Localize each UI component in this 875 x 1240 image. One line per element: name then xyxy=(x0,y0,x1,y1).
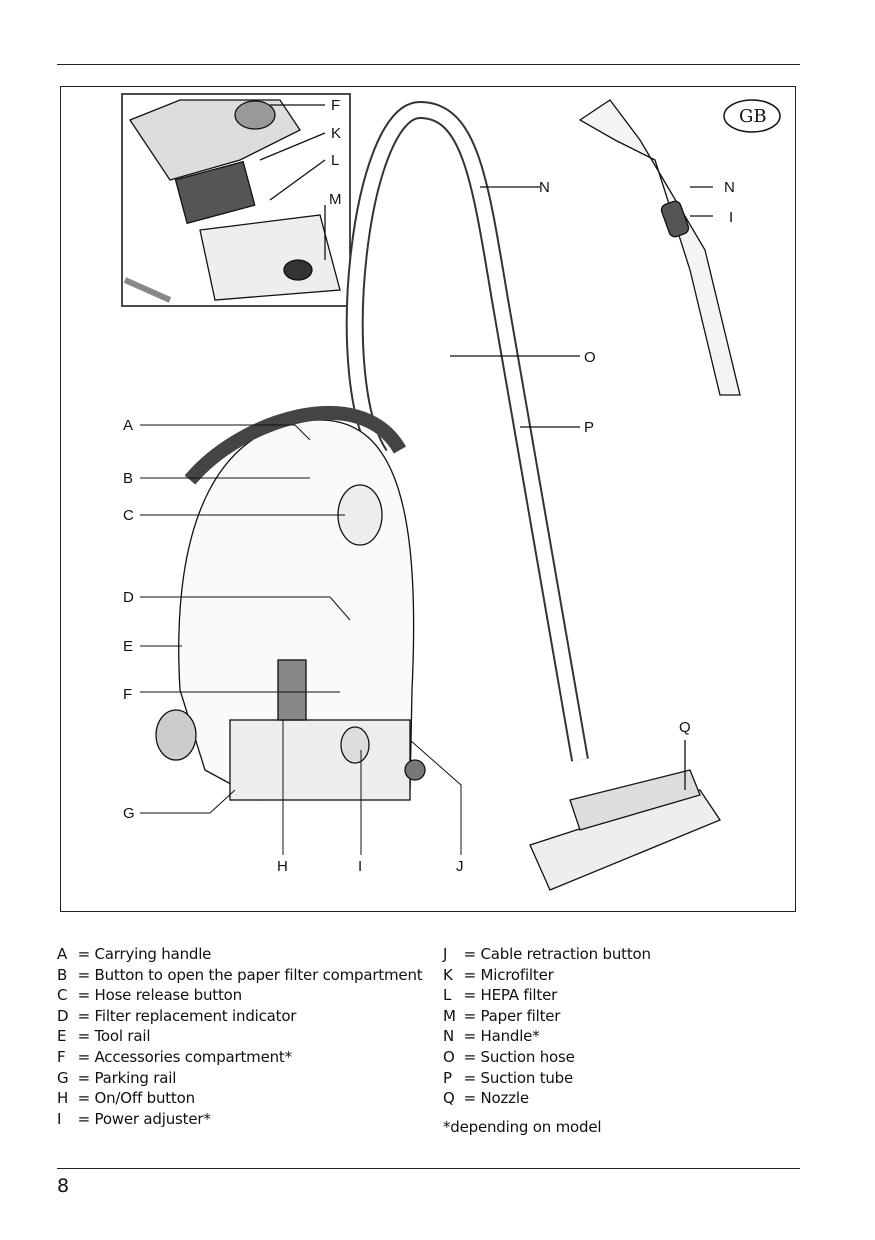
legend-item: I = Power adjuster* xyxy=(57,1109,422,1130)
gb-badge xyxy=(723,99,781,133)
legend-key: J xyxy=(443,945,448,963)
legend-item: N = Handle* xyxy=(443,1026,651,1047)
legend-key: F xyxy=(57,1047,66,1066)
label-N: N xyxy=(539,179,550,196)
legend-key: M xyxy=(443,1006,456,1025)
page-number: 8 xyxy=(57,1175,70,1197)
label-B: B xyxy=(123,470,133,487)
legend-key: E xyxy=(57,1027,67,1046)
legend-text: = Accessories compartment* xyxy=(77,1047,293,1066)
bottom-rule xyxy=(57,1168,800,1169)
label-F: F xyxy=(123,686,132,703)
legend-item: Q = Nozzle xyxy=(443,1088,651,1109)
legend-text: = Button to open the paper filter compar… xyxy=(77,965,423,984)
label-C: C xyxy=(123,507,134,524)
legend-key: L xyxy=(443,986,452,1005)
legend-item: K = Microfilter xyxy=(443,965,651,986)
legend-key: C xyxy=(57,986,68,1005)
figure-labels: F K L M GB N N I O P Q A B C D E F G H I… xyxy=(123,97,767,875)
legend-key: P xyxy=(443,1068,452,1087)
label-I-detail: I xyxy=(729,209,733,226)
legend-item: E = Tool rail xyxy=(57,1026,422,1047)
legend-item: P = Suction tube xyxy=(443,1068,651,1089)
vacuum-diagram: F K L M GB N N I O P Q A B C D E F G H I… xyxy=(121,93,781,891)
legend-text: = Paper filter xyxy=(463,1006,561,1025)
legend-key: I xyxy=(57,1109,62,1128)
label-F-inset: F xyxy=(331,97,340,114)
filter-inset xyxy=(121,93,351,307)
figure-frame xyxy=(60,86,796,912)
legend-item: A = Carrying handle xyxy=(57,944,422,965)
footnote: *depending on model xyxy=(443,1117,602,1136)
legend-key: O xyxy=(443,1047,455,1066)
label-O: O xyxy=(584,349,596,366)
legend-text: = Microfilter xyxy=(463,965,554,984)
label-H: H xyxy=(277,858,288,875)
legend-key: N xyxy=(443,1027,455,1046)
label-A: A xyxy=(123,417,133,434)
legend-text: = Hose release button xyxy=(77,986,243,1005)
legend-key: D xyxy=(57,1006,69,1025)
label-P: P xyxy=(584,419,594,436)
legend-key: H xyxy=(57,1089,69,1108)
legend-item: L = HEPA filter xyxy=(443,985,651,1006)
legend-text: = Power adjuster* xyxy=(77,1109,211,1128)
label-J: J xyxy=(456,858,464,875)
handle-detail xyxy=(578,99,741,396)
vacuum-body xyxy=(155,406,426,801)
legend-key: Q xyxy=(443,1089,455,1108)
legend-key: A xyxy=(57,945,68,963)
legend-item: F = Accessories compartment* xyxy=(57,1047,422,1068)
label-L: L xyxy=(331,152,339,169)
legend-item: H = On/Off button xyxy=(57,1088,422,1109)
legend-item: O = Suction hose xyxy=(443,1047,651,1068)
legend-text: = Carrying handle xyxy=(77,945,212,963)
label-G: G xyxy=(123,805,135,822)
top-rule xyxy=(57,64,800,65)
legend-text: = Cable retraction button xyxy=(463,945,651,963)
legend-key: B xyxy=(57,965,68,984)
legend-left: A = Carrying handle B = Button to open t… xyxy=(57,944,423,1130)
legend-key: G xyxy=(57,1068,69,1087)
legend-text: = Suction hose xyxy=(463,1047,575,1066)
label-Q: Q xyxy=(679,719,691,736)
legend-text: = Tool rail xyxy=(77,1027,151,1046)
gb-text: GB xyxy=(739,106,767,127)
legend-item: J = Cable retraction button xyxy=(443,944,651,965)
legend-item: G = Parking rail xyxy=(57,1068,422,1089)
label-M: M xyxy=(329,191,342,208)
legend-item: M = Paper filter xyxy=(443,1006,651,1027)
legend-text: = HEPA filter xyxy=(463,986,558,1005)
label-D: D xyxy=(123,589,134,606)
label-E: E xyxy=(123,638,133,655)
legend-item: B = Button to open the paper filter comp… xyxy=(57,965,423,986)
legend-text: = Suction tube xyxy=(463,1068,574,1087)
legend-item: D = Filter replacement indicator xyxy=(57,1006,422,1027)
legend-text: = On/Off button xyxy=(77,1089,196,1108)
legend-text: = Nozzle xyxy=(463,1089,529,1108)
label-N-detail: N xyxy=(724,179,735,196)
label-K: K xyxy=(331,125,341,142)
legend-text: = Handle* xyxy=(463,1027,540,1046)
legend-item: C = Hose release button xyxy=(57,985,422,1006)
legend-key: K xyxy=(443,965,453,984)
legend-text: = Parking rail xyxy=(77,1068,177,1087)
leader-lines xyxy=(140,424,462,855)
legend-text: = Filter replacement indicator xyxy=(77,1006,297,1025)
label-I: I xyxy=(358,858,362,875)
hose-and-tube xyxy=(345,100,721,891)
legend-right: J = Cable retraction button K = Microfil… xyxy=(443,944,651,1137)
